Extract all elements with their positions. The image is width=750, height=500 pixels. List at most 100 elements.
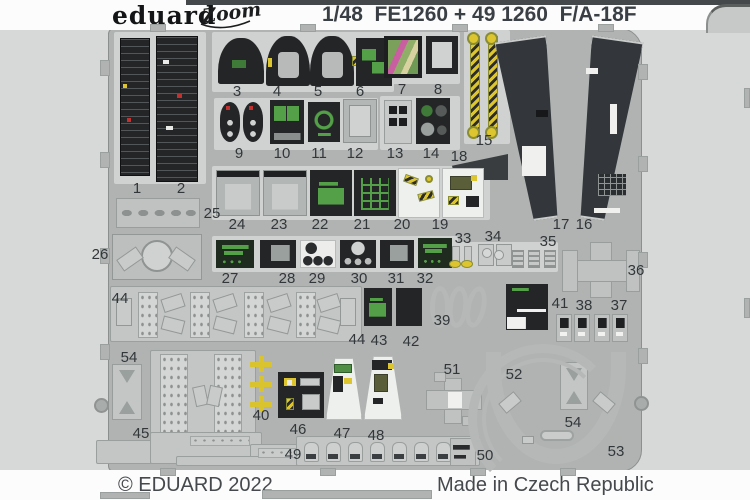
fret-part-shape	[598, 174, 626, 196]
fret-part-shape	[278, 52, 299, 78]
part-number-label: 35	[539, 233, 557, 250]
fret-part-shape	[425, 175, 433, 183]
fret-part-shape	[250, 396, 272, 412]
part-number-label: 6	[355, 83, 365, 100]
fret-part-shape	[594, 314, 610, 342]
fret-part-shape	[470, 36, 480, 132]
fret-part-shape	[638, 156, 648, 172]
part-number-label: 54	[564, 414, 582, 431]
fret-part-shape	[100, 248, 110, 264]
fret-part-shape	[340, 298, 356, 326]
fret-part-shape	[190, 436, 250, 446]
fret-part-shape	[372, 360, 392, 370]
part-number-label: 48	[367, 427, 385, 444]
fret-part-shape	[270, 100, 304, 144]
part-number-label: 24	[228, 216, 246, 233]
fret-part-shape	[471, 175, 477, 181]
part-number-label: 3	[232, 83, 242, 100]
zoom-logo-swash-icon	[200, 20, 251, 29]
fret-part-shape	[94, 398, 109, 413]
fret-part-shape	[287, 380, 292, 385]
part-number-label: 52	[505, 366, 523, 383]
fret-part-shape	[326, 442, 341, 462]
fret-part-shape	[286, 398, 294, 410]
fret-part-shape	[163, 60, 169, 64]
part-number-label: 26	[91, 246, 109, 263]
fret-part-shape	[370, 442, 385, 462]
fret-part-shape	[333, 376, 343, 392]
part-number-label: 19	[431, 216, 449, 233]
part-number-label: 49	[284, 446, 302, 463]
part-number-label: 25	[203, 205, 221, 222]
fret-part-shape	[244, 292, 264, 338]
fret-part-shape	[216, 240, 254, 268]
part-number-label: 30	[350, 270, 368, 287]
fret-part-shape	[384, 36, 422, 78]
fret-part-shape	[512, 250, 524, 268]
fret-part-shape	[634, 396, 649, 411]
fret-part-shape	[522, 146, 546, 176]
fret-part-shape	[610, 104, 617, 134]
fret-part-shape	[268, 58, 272, 67]
fret-part-shape	[226, 106, 230, 110]
fret-part-shape	[485, 32, 498, 45]
fret-part-shape	[302, 394, 320, 410]
part-number-label: 15	[475, 132, 493, 149]
part-number-label: 27	[221, 270, 239, 287]
copyright-text: © EDUARD 2022	[118, 474, 273, 496]
fret-part-shape	[300, 378, 320, 386]
fret-part-shape	[461, 260, 473, 268]
plate-corner-top-right	[706, 4, 750, 33]
fret-part-shape	[586, 68, 598, 74]
fret-part-shape	[466, 196, 479, 207]
fret-part-shape	[156, 36, 198, 182]
part-number-label: 43	[370, 332, 388, 349]
part-number-label: 4	[272, 83, 282, 100]
fret-part-shape	[448, 196, 459, 205]
fret-part-shape	[304, 442, 319, 462]
fret-part-shape	[150, 24, 166, 32]
fret-part-shape	[116, 198, 200, 228]
part-number-label: 45	[132, 425, 150, 442]
fret-part-shape	[544, 250, 556, 268]
fret-part-shape	[374, 374, 388, 392]
part-number-label: 14	[422, 145, 440, 162]
part-number-label: 53	[607, 443, 625, 460]
fret-part-shape	[536, 110, 548, 117]
fret-part-shape	[562, 250, 578, 292]
fret-part-shape	[263, 170, 307, 216]
fret-part-shape	[522, 436, 534, 444]
fret-part-shape	[344, 378, 352, 384]
part-number-label: 18	[450, 148, 468, 165]
fret-part-shape	[426, 36, 458, 74]
fret-part-shape	[123, 84, 127, 88]
fret-part-shape	[250, 356, 272, 372]
fret-part-shape	[177, 94, 182, 98]
part-number-label: 36	[627, 262, 645, 279]
fret-part-shape	[380, 240, 414, 268]
part-number-label: 32	[416, 270, 434, 287]
fret-part-shape	[449, 260, 461, 268]
fret-part-shape	[322, 52, 343, 78]
fret-part-shape	[308, 102, 340, 142]
sheet-title: 1/48 FE1260 + 49 1260 F/A-18F	[322, 3, 637, 26]
fret-part-shape	[138, 292, 158, 338]
fret-part-shape	[494, 250, 504, 260]
scan-top-edge	[186, 0, 750, 5]
fret-part-shape	[166, 126, 173, 130]
fret-part-shape	[528, 250, 540, 268]
fret-part-shape	[384, 100, 412, 144]
part-number-label: 33	[454, 230, 472, 247]
part-number-label: 12	[346, 145, 364, 162]
fret-part-shape	[364, 288, 392, 326]
part-number-label: 11	[311, 145, 327, 162]
fret-part-shape	[594, 208, 620, 213]
fret-part-shape	[540, 430, 574, 441]
fret-part-shape	[260, 240, 296, 268]
fret-part-shape	[112, 364, 142, 420]
fret-part-shape	[100, 152, 110, 168]
part-number-label: 17	[552, 216, 570, 233]
part-number-label: 44	[348, 331, 366, 348]
fret-part-shape	[468, 344, 618, 494]
fret-part-shape	[354, 170, 396, 216]
